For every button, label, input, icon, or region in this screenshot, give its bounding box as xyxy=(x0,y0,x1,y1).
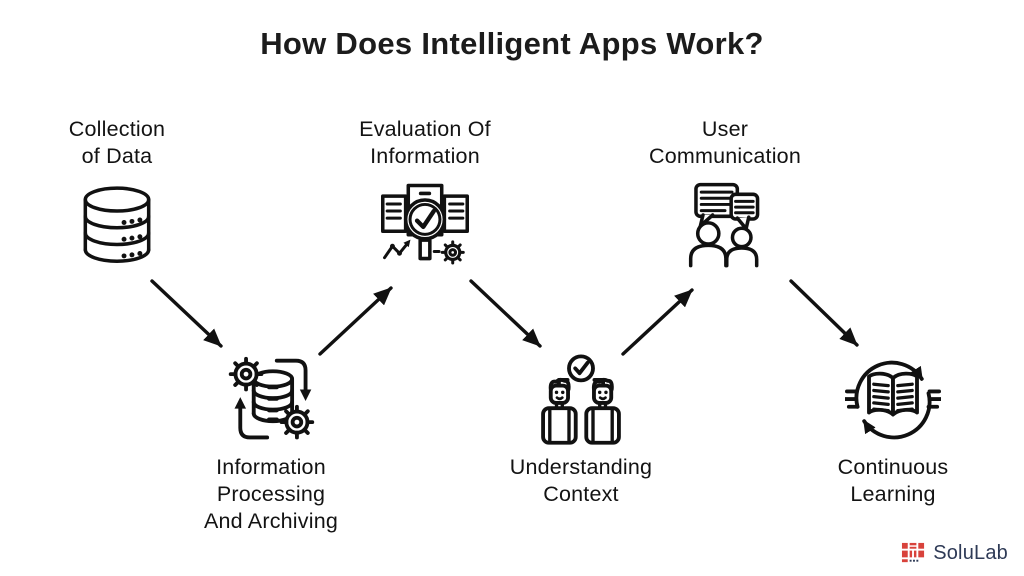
stage-collection-of-data: Collection of Data xyxy=(7,116,227,270)
page-title: How Does Intelligent Apps Work? xyxy=(260,26,764,61)
stage-label: Continuous Learning xyxy=(837,455,949,506)
stage-continuous-learning: Continuous Learning xyxy=(783,353,1003,508)
database-icon xyxy=(83,186,151,263)
gear-icon xyxy=(228,356,264,392)
stage-label: User Communication xyxy=(649,117,801,168)
stage-user-communication: User Communication xyxy=(615,116,835,270)
stage-evaluation-of-information: Evaluation Of Information xyxy=(315,116,535,270)
brand-logo: SoluLab xyxy=(901,541,1008,566)
solulab-logo-icon xyxy=(902,542,925,563)
stage-understanding-context: Understanding Context xyxy=(471,353,691,508)
gears-database-sync-icon xyxy=(228,356,315,440)
gear-icon xyxy=(440,240,465,265)
flow-arrow-2 xyxy=(318,286,393,356)
gear-icon xyxy=(279,404,315,440)
documents-magnifier-check-icon xyxy=(381,183,469,265)
flow-arrow-1 xyxy=(150,279,223,348)
flow-arrow-4 xyxy=(621,288,694,356)
stage-information-processing-and-archiving: Information Processing And Archiving xyxy=(161,353,381,535)
stage-label: Evaluation Of Information xyxy=(359,117,491,168)
open-book-refresh-icon xyxy=(845,360,941,440)
two-people-check-icon xyxy=(541,354,621,445)
people-chat-bubbles-icon xyxy=(688,182,760,268)
flow-arrow-3 xyxy=(469,279,542,348)
stage-label: Collection of Data xyxy=(68,117,166,168)
brand-name: SoluLab xyxy=(933,542,1008,564)
flow-arrow-5 xyxy=(789,279,859,347)
stage-label: Information Processing And Archiving xyxy=(203,455,339,533)
stage-label: Understanding Context xyxy=(509,455,653,506)
